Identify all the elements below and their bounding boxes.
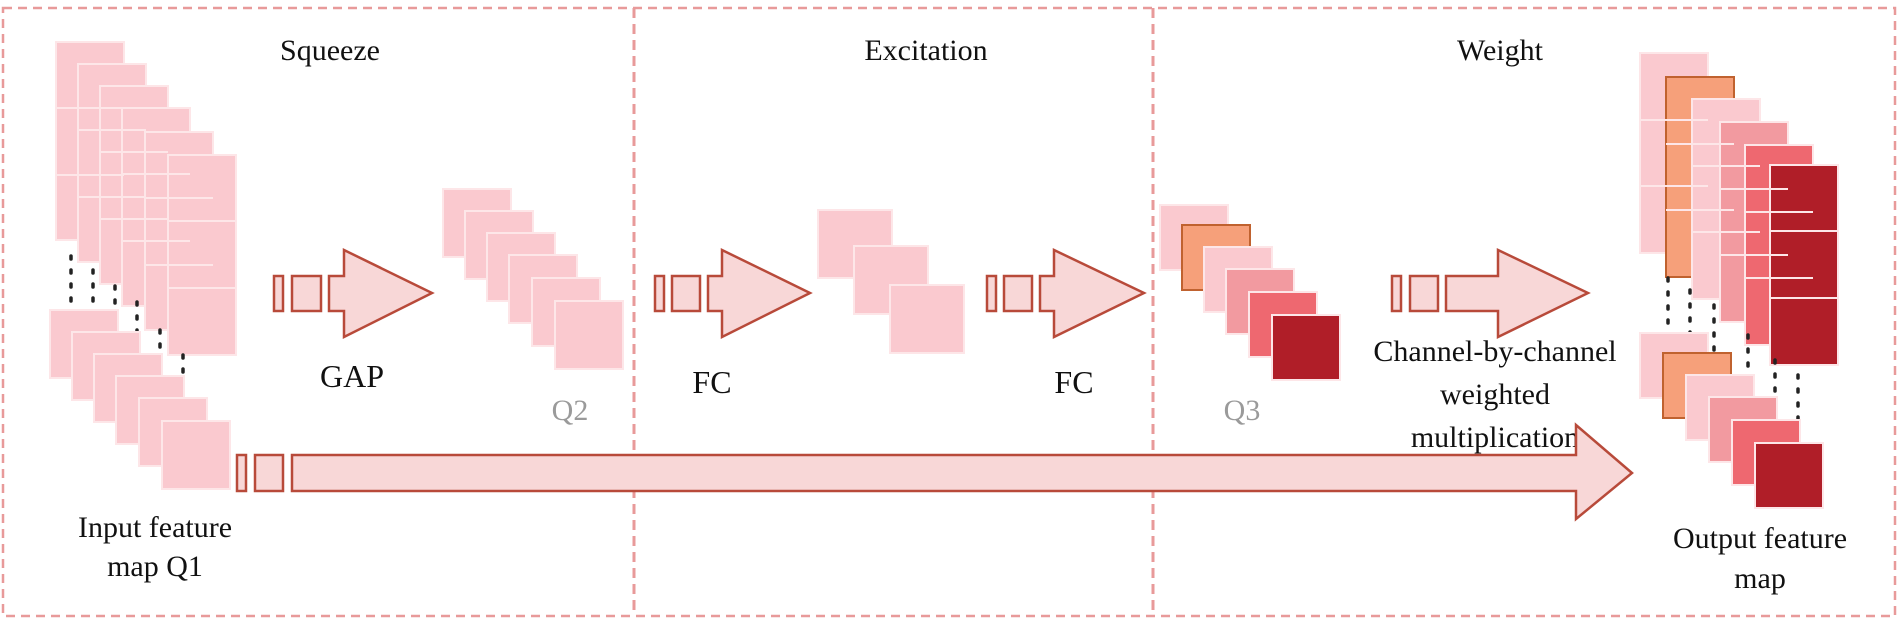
fc-vector-stack <box>817 209 965 354</box>
input-feature-map-label-line1: Input feature <box>78 511 232 544</box>
section-title-weight: Weight <box>1457 34 1544 67</box>
output-feature-map-lower-stack <box>1639 332 1824 509</box>
fc-label-1: FC <box>692 364 731 400</box>
q3-weight-stack <box>1159 204 1341 381</box>
output-feature-map-label-line2: map <box>1734 562 1786 595</box>
output-feature-map-upper-stack <box>1639 52 1839 366</box>
fc-label-2: FC <box>1054 364 1093 400</box>
input-feature-map-label-line2: map Q1 <box>107 550 203 583</box>
q2-label: Q2 <box>552 394 589 427</box>
channel-weighting-arrow <box>1390 248 1591 340</box>
fc-arrow-1 <box>653 247 813 340</box>
channel-weighting-label-line2: weighted <box>1440 378 1550 411</box>
output-feature-map-label-line1: Output feature <box>1673 522 1847 555</box>
fc-arrow-2 <box>985 248 1147 340</box>
q3-label: Q3 <box>1224 394 1261 427</box>
input-feature-map-lower-stack <box>49 309 231 490</box>
skip-connection-arrow <box>235 422 1634 522</box>
outer-frame <box>1 6 1897 618</box>
section-title-squeeze: Squeeze <box>280 34 380 67</box>
section-title-excitation: Excitation <box>864 34 987 67</box>
q2-vector-stack <box>442 188 624 370</box>
gap-arrow <box>272 247 435 340</box>
channel-weighting-label-line1: Channel-by-channel <box>1373 335 1616 368</box>
output-feature-map-upper-dividers <box>1640 119 1838 299</box>
channel-weighting-label-line3: multiplication <box>1411 421 1579 454</box>
input-feature-map-upper-stack <box>55 41 237 356</box>
gap-label: GAP <box>320 358 384 394</box>
